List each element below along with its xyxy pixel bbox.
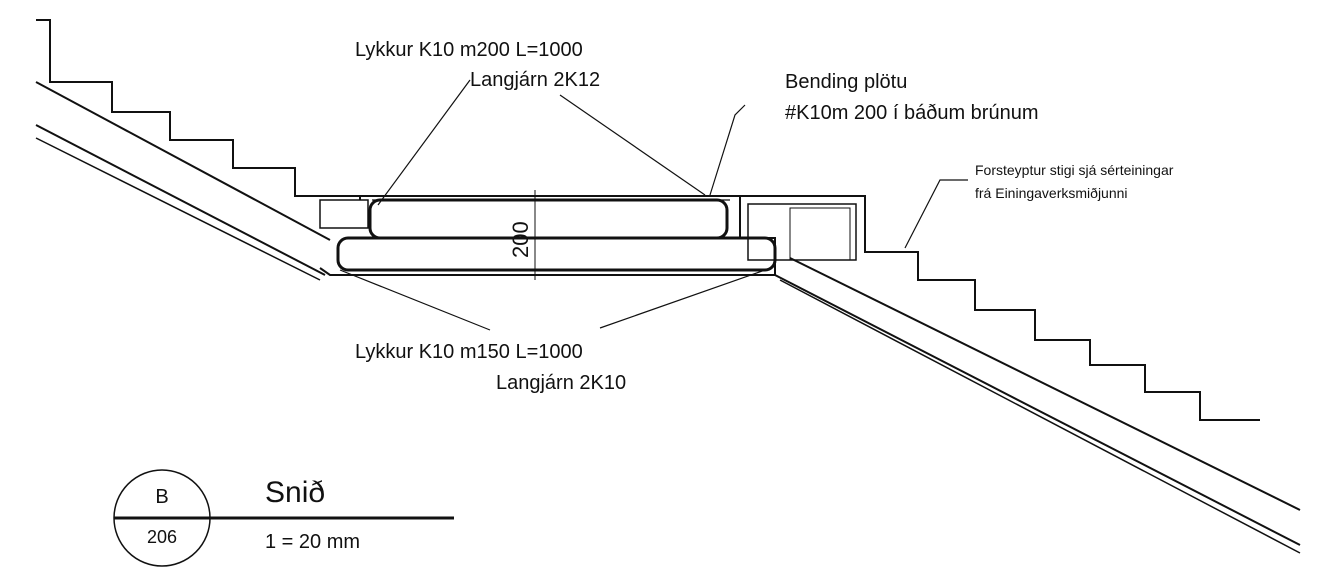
upper-flight-top (35, 81, 331, 241)
precast-block (740, 195, 1260, 421)
drawing-title: Snið (265, 476, 326, 509)
upper-stair-steps (36, 19, 361, 200)
landing-outline (319, 195, 776, 276)
leader-side-note (904, 179, 968, 249)
left-notch (319, 199, 369, 229)
leader-top-left-1 (377, 79, 471, 206)
upper-rebar-loop (368, 198, 729, 240)
precast-inner-rebar (789, 207, 851, 261)
upper-flight-bottom-1 (35, 124, 326, 276)
bottom-callout-line2: Langjárn 2K10 (496, 372, 627, 394)
sheet-number: 206 (146, 527, 178, 547)
lower-flight-bottom-2 (779, 279, 1301, 554)
upper-flight-bottom-2 (35, 137, 321, 281)
leader-top-right (709, 104, 746, 196)
precast-inner-box (747, 203, 857, 261)
leader-bottom-1 (339, 269, 491, 331)
side-note-line2: frá Einingaverksmiðjunni (975, 185, 1128, 201)
top-right-callout-line2: #K10m 200 í báðum brúnum (785, 102, 1039, 124)
drawing-scale: 1 = 20 mm (265, 531, 361, 553)
side-note-line1: Forsteyptur stigi sjá sérteiningar (975, 162, 1174, 178)
lower-flight-bottom (789, 257, 1301, 511)
leader-bottom-2 (599, 269, 766, 329)
dimension-text: 200 (508, 221, 533, 258)
lower-rebar-loop (336, 236, 777, 272)
bottom-callout-line1: Lykkur K10 m150 L=1000 (355, 341, 583, 363)
section-letter: B (155, 486, 169, 508)
leader-top-left-2 (559, 94, 706, 196)
lower-flight-top (774, 274, 1301, 546)
top-left-callout-line2: Langjárn 2K12 (470, 69, 601, 91)
top-right-callout-line1: Bending plötu (785, 71, 908, 93)
top-left-callout-line1: Lykkur K10 m200 L=1000 (355, 39, 583, 61)
